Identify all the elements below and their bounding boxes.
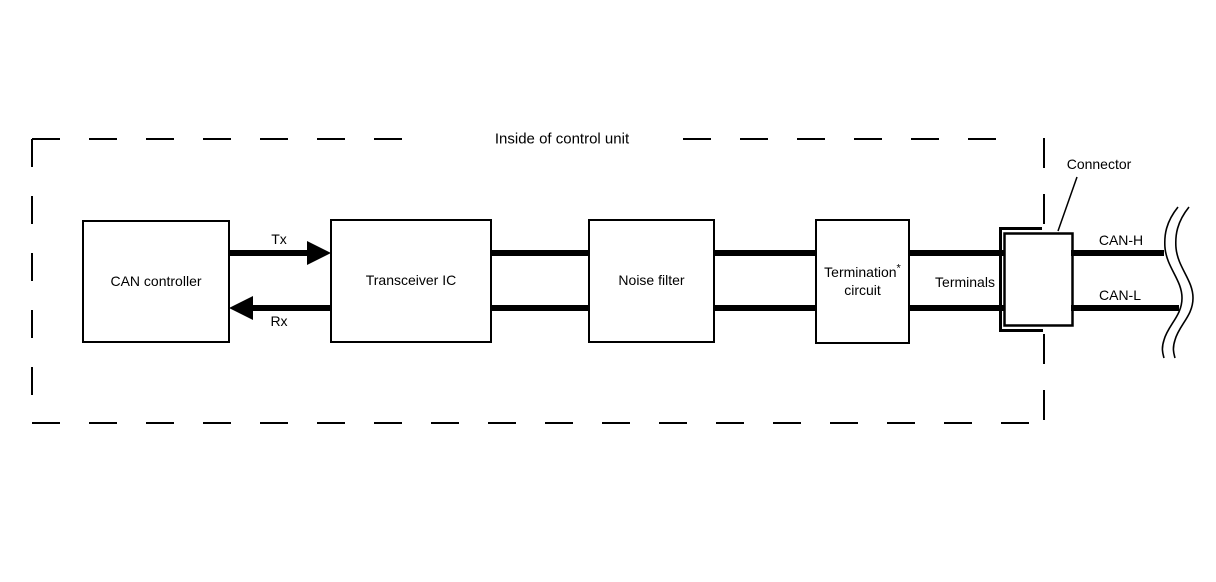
can-h-label: CAN-H <box>1098 232 1144 248</box>
termination-asterisk: * <box>896 262 901 275</box>
can-controller-box: CAN controller <box>82 220 230 343</box>
termination-circuit-box: Termination* circuit <box>815 219 910 344</box>
wire-break-icon <box>1161 206 1194 359</box>
tx-label: Tx <box>271 231 287 247</box>
tx-arrowhead-icon <box>307 241 331 265</box>
transceiver-ic-box: Transceiver IC <box>330 219 492 343</box>
rx-arrow <box>229 296 330 320</box>
connector-housing-bracket <box>999 227 1043 332</box>
termination-circuit-label-line1: Termination* <box>824 262 901 280</box>
rx-label: Rx <box>270 313 288 329</box>
bus-external-can <box>1071 250 1179 311</box>
control-unit-dashed-boundary <box>31 138 1045 424</box>
bus-termination-connector <box>908 250 1006 311</box>
noise-filter-label: Noise filter <box>618 272 685 289</box>
can-controller-label: CAN controller <box>110 272 202 289</box>
diagram-title: Inside of control unit <box>494 130 630 148</box>
bus-transceiver-noisefilter <box>490 250 590 311</box>
connector-label: Connector <box>1066 156 1132 172</box>
connector-body <box>1003 232 1074 327</box>
terminals-label: Terminals <box>935 274 995 290</box>
transceiver-ic-label: Transceiver IC <box>365 272 457 289</box>
termination-circuit-label-line2: circuit <box>844 281 881 298</box>
rx-arrowhead-icon <box>229 296 253 320</box>
noise-filter-box: Noise filter <box>588 219 715 343</box>
connector-leader-line <box>1057 176 1078 232</box>
bus-noisefilter-termination <box>713 250 817 311</box>
connector-symbol <box>999 227 1074 332</box>
tx-arrow <box>230 241 331 265</box>
can-l-label: CAN-L <box>1098 287 1142 303</box>
